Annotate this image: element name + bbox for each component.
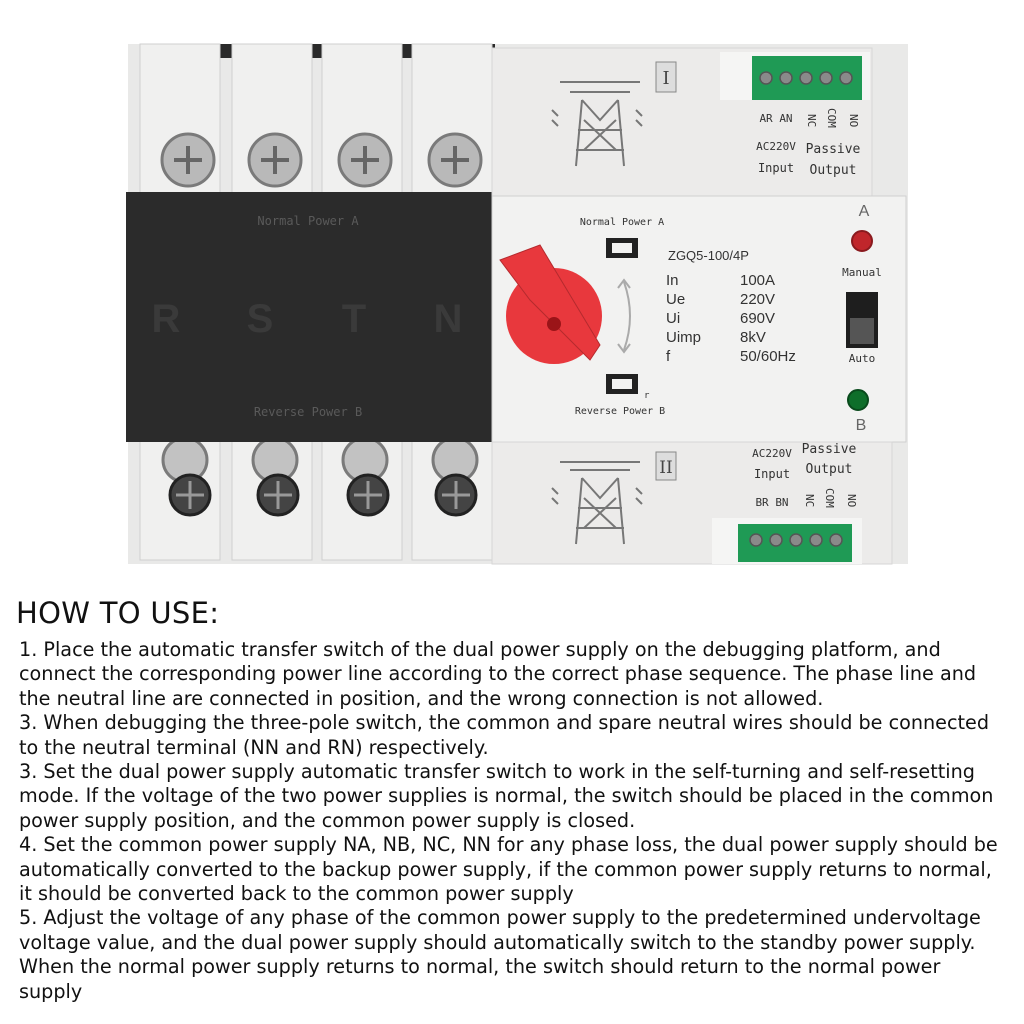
bottom-terminal-posts (139, 436, 493, 561)
svg-text:8kV: 8kV (740, 329, 766, 346)
input-voltage-top: AC220V (756, 140, 796, 153)
terminal-cover (126, 192, 492, 442)
panel-upper-roman: I (662, 68, 669, 89)
rotary-selector-knob[interactable] (499, 244, 602, 364)
svg-text:Uimp: Uimp (666, 329, 701, 346)
indicator-b-lamp (847, 389, 869, 411)
rotation-arrow-icon (623, 281, 631, 351)
svg-text:f: f (666, 348, 671, 365)
input-label-bottom: Input (754, 467, 790, 481)
input-voltage-bottom: AC220V (752, 447, 792, 460)
mode-manual-label: Manual (842, 266, 882, 279)
output-label-top: Output (810, 163, 857, 178)
terminal-code-br-bn: BR BN (755, 496, 788, 509)
transfer-switch-illustration: Normal Power A Reverse Power B R S T N I… (126, 43, 908, 565)
product-image: Normal Power A Reverse Power B R S T N I… (126, 43, 908, 565)
terminal-code-com-bottom: COM (823, 488, 836, 508)
instruction-step: 1. Place the automatic transfer switch o… (19, 638, 977, 710)
selector-corner-mark: r (644, 391, 650, 401)
output-label-bottom: Output (806, 462, 853, 477)
svg-text:690V: 690V (740, 310, 775, 327)
svg-text:Ue: Ue (666, 291, 685, 308)
transmission-tower-icon (551, 81, 643, 167)
terminal-code-no-top: NO (847, 114, 860, 127)
indicator-a-letter: A (859, 203, 870, 220)
selector-top-label: Normal Power A (580, 217, 664, 228)
terminal-top-label: Normal Power A (257, 214, 359, 228)
svg-text:Ui: Ui (666, 310, 680, 327)
selector-bottom-label: Reverse Power B (575, 406, 665, 417)
instruction-step: 3. Set the dual power supply automatic t… (19, 760, 994, 832)
indicator-a-lamp (851, 230, 873, 252)
input-label-top: Input (758, 161, 794, 175)
phase-letter-s: S (247, 297, 274, 341)
terminal-code-com-top: COM (825, 108, 838, 128)
panel-lower-roman: II (659, 458, 672, 478)
svg-text:100A: 100A (740, 272, 775, 289)
terminal-code-no-bottom: NO (845, 494, 858, 507)
how-to-use-title: HOW TO USE: (16, 596, 220, 630)
svg-text:220V: 220V (740, 291, 775, 308)
instruction-step: 4. Set the common power supply NA, NB, N… (19, 833, 998, 906)
phase-letter-t: T (342, 297, 366, 341)
model-number: ZGQ5-100/4P (668, 248, 749, 263)
instruction-step: 3. When debugging the three-pole switch,… (19, 711, 990, 759)
terminal-code-nc-top: NC (805, 114, 818, 127)
transmission-tower-icon-lower (551, 461, 643, 545)
top-terminal-posts (139, 43, 493, 195)
terminal-code-nc-bottom: NC (803, 494, 816, 507)
passive-label-bottom: Passive (802, 442, 857, 457)
passive-label-top: Passive (806, 142, 861, 157)
instructions-section: HOW TO USE: 1. Place the automatic trans… (16, 596, 1006, 1004)
indicator-b-letter: B (856, 417, 867, 434)
svg-text:50/60Hz: 50/60Hz (740, 348, 796, 365)
svg-text:In: In (666, 272, 679, 289)
spec-table: In 100A Ue 220V Ui 690V Uimp 8kV f 50/60… (666, 272, 796, 365)
instruction-steps: 1. Place the automatic transfer switch o… (16, 638, 1006, 1004)
phase-letter-n: N (434, 297, 463, 341)
phase-letter-r: R (152, 297, 181, 341)
terminal-bottom-label: Reverse Power B (254, 405, 362, 419)
instruction-step: 5. Adjust the voltage of any phase of th… (19, 906, 981, 1003)
terminal-code-ar-an: AR AN (759, 112, 792, 125)
mode-auto-label: Auto (849, 352, 876, 365)
